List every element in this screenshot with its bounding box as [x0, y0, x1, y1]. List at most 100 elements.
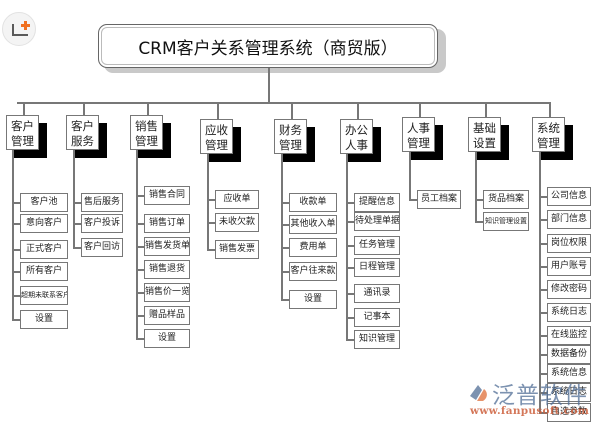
module-item[interactable]: 收款单: [289, 193, 337, 212]
category-label-line2: 服务: [71, 134, 94, 148]
module-item[interactable]: 通讯录: [354, 284, 400, 303]
module-item[interactable]: 知识管理: [354, 330, 400, 349]
leaf-branch-line: [136, 338, 144, 340]
leaf-branch-line: [281, 224, 289, 226]
leaf-branch-line: [12, 202, 20, 204]
category-node[interactable]: 办公人事: [340, 119, 373, 154]
module-item[interactable]: 销售订单: [144, 214, 190, 233]
module-item[interactable]: 员工档案: [417, 190, 461, 209]
category-node[interactable]: 客户管理: [6, 115, 39, 150]
leaf-branch-line: [409, 199, 417, 201]
leaf-branch-line: [346, 317, 354, 319]
leaf-branch-line: [136, 195, 144, 197]
category-label-line2: 设置: [473, 136, 496, 150]
leaf-branch-line: [346, 267, 354, 269]
module-item[interactable]: 其他收入单: [289, 215, 337, 234]
module-item[interactable]: 系统日志: [547, 383, 591, 402]
module-item[interactable]: 系统日志: [547, 303, 591, 322]
module-item[interactable]: 销售退货: [144, 260, 190, 279]
module-item[interactable]: 在线监控: [547, 326, 591, 345]
leaf-branch-line: [136, 292, 144, 294]
module-item[interactable]: 销售发票: [215, 240, 259, 259]
leaf-branch-line: [539, 312, 547, 314]
category-label-line1: 系统: [537, 121, 560, 135]
module-item[interactable]: 自选参数: [547, 403, 591, 422]
leaf-branch-line: [12, 319, 20, 321]
module-item[interactable]: 系统信息: [547, 364, 591, 383]
module-item[interactable]: 客户往来款: [289, 262, 337, 281]
module-item[interactable]: 客户投诉: [81, 214, 123, 233]
category-label-line1: 销售: [135, 119, 158, 133]
module-item[interactable]: 岗位权限: [547, 234, 591, 253]
leaf-branch-line: [475, 199, 483, 201]
module-item[interactable]: 应收单: [215, 190, 259, 209]
category-node[interactable]: 系统管理: [532, 117, 565, 152]
leaf-branch-line: [346, 202, 354, 204]
module-item[interactable]: 销售发货单: [144, 237, 190, 256]
module-item[interactable]: 客户回访: [81, 238, 123, 257]
category-drop-line: [485, 102, 487, 117]
module-item[interactable]: 销售价一览: [144, 283, 190, 302]
module-item[interactable]: 费用单: [289, 238, 337, 257]
module-item[interactable]: 任务管理: [354, 236, 400, 255]
module-item[interactable]: 未收欠款: [215, 213, 259, 232]
leaf-branch-line: [539, 373, 547, 375]
module-item[interactable]: 公司信息: [547, 187, 591, 206]
category-node[interactable]: 人事管理: [402, 117, 435, 152]
category-trunk-line: [136, 150, 138, 338]
category-label-line1: 财务: [279, 123, 302, 137]
module-item[interactable]: 售后服务: [81, 193, 123, 212]
module-item[interactable]: 客户池: [20, 193, 68, 212]
category-node[interactable]: 财务管理: [274, 119, 307, 154]
module-item[interactable]: 销售合同: [144, 186, 190, 205]
module-item[interactable]: 赠品样品: [144, 306, 190, 325]
category-trunk-line: [12, 150, 14, 319]
category-label-line2: 管理: [537, 136, 560, 150]
category-label-line1: 基础: [473, 121, 496, 135]
category-trunk-line: [409, 152, 411, 199]
category-drop-line: [419, 102, 421, 117]
leaf-branch-line: [73, 247, 81, 249]
category-label-line2: 管理: [279, 138, 302, 152]
leaf-branch-line: [346, 245, 354, 247]
module-item[interactable]: 所有客户: [20, 262, 68, 281]
module-item[interactable]: 修改密码: [547, 280, 591, 299]
module-item[interactable]: 设置: [144, 329, 190, 348]
module-item[interactable]: 记事本: [354, 308, 400, 327]
category-drop-line: [83, 102, 85, 115]
leaf-branch-line: [73, 223, 81, 225]
category-node[interactable]: 客户服务: [66, 115, 99, 150]
leaf-branch-line: [207, 199, 215, 201]
module-item[interactable]: 部门信息: [547, 210, 591, 229]
leaf-branch-line: [539, 392, 547, 394]
category-trunk-line: [207, 154, 209, 249]
module-item[interactable]: 用户账号: [547, 257, 591, 276]
add-image-icon[interactable]: [2, 12, 36, 46]
category-node[interactable]: 应收管理: [200, 119, 233, 154]
category-drop-line: [357, 102, 359, 119]
module-item[interactable]: 货品档案: [483, 190, 529, 209]
fanpu-logo-icon: [470, 385, 487, 401]
category-label-line1: 办公: [345, 123, 368, 137]
leaf-branch-line: [539, 289, 547, 291]
module-item[interactable]: 日程管理: [354, 258, 400, 277]
module-item[interactable]: 数据备份: [547, 345, 591, 364]
leaf-branch-line: [539, 354, 547, 356]
category-node[interactable]: 基础设置: [468, 117, 501, 152]
module-item[interactable]: 设置: [20, 310, 68, 329]
category-label-line1: 人事: [407, 121, 430, 135]
category-node[interactable]: 销售管理: [130, 115, 163, 150]
module-item[interactable]: 知识管理设置: [483, 212, 529, 231]
module-item[interactable]: 设置: [289, 290, 337, 309]
module-item[interactable]: 意向客户: [20, 214, 68, 233]
leaf-branch-line: [281, 299, 289, 301]
module-item[interactable]: 提醒信息: [354, 193, 400, 212]
module-item[interactable]: 正式客户: [20, 240, 68, 259]
module-item[interactable]: 待处理单据: [354, 212, 400, 231]
leaf-branch-line: [346, 339, 354, 341]
module-item[interactable]: 超期未联系客户: [20, 286, 68, 305]
leaf-branch-line: [346, 221, 354, 223]
leaf-branch-line: [12, 295, 20, 297]
category-label-line2: 管理: [11, 134, 34, 148]
